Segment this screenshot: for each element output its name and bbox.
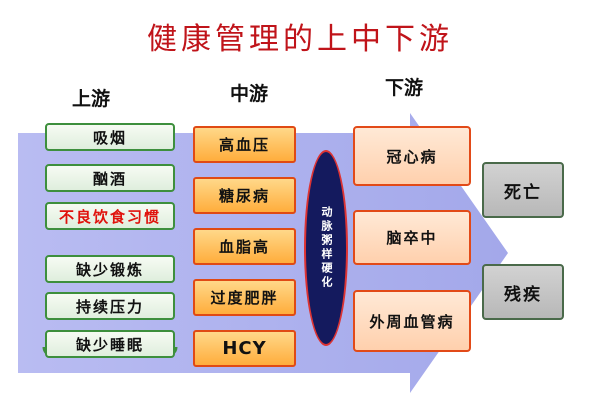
midstream-item-hyperlipidemia: 血脂高 <box>193 228 296 265</box>
outcome-disability: 残疾 <box>482 264 564 320</box>
process-label: 动脉粥样硬化 <box>320 206 333 290</box>
column-header-midstream: 中游 <box>230 83 269 105</box>
upstream-item-drinking: 酗酒 <box>45 164 175 192</box>
column-header-upstream: 上游 <box>72 88 111 110</box>
outcome-death: 死亡 <box>482 162 564 218</box>
midstream-item-hypertension: 高血压 <box>193 126 296 163</box>
page-title: 健康管理的上中下游 <box>147 22 453 57</box>
upstream-item-stress: 持续压力 <box>45 292 175 320</box>
process-oval: 动脉粥样硬化 <box>304 150 348 346</box>
upstream-item-poor-diet: 不良饮食习惯 <box>45 202 175 230</box>
upstream-item-smoking: 吸烟 <box>45 123 175 151</box>
downstream-item-coronary: 冠心病 <box>353 126 471 186</box>
midstream-item-obesity: 过度肥胖 <box>193 279 296 316</box>
upstream-item-lack-exercise: 缺少锻炼 <box>45 255 175 283</box>
downstream-item-peripheral: 外周血管病 <box>353 290 471 352</box>
column-header-downstream: 下游 <box>385 77 424 99</box>
upstream-item-lack-sleep: 缺少睡眠 <box>45 330 175 358</box>
downstream-item-stroke: 脑卒中 <box>353 210 471 265</box>
midstream-item-diabetes: 糖尿病 <box>193 177 296 214</box>
midstream-item-hcy: HCY <box>193 330 296 367</box>
